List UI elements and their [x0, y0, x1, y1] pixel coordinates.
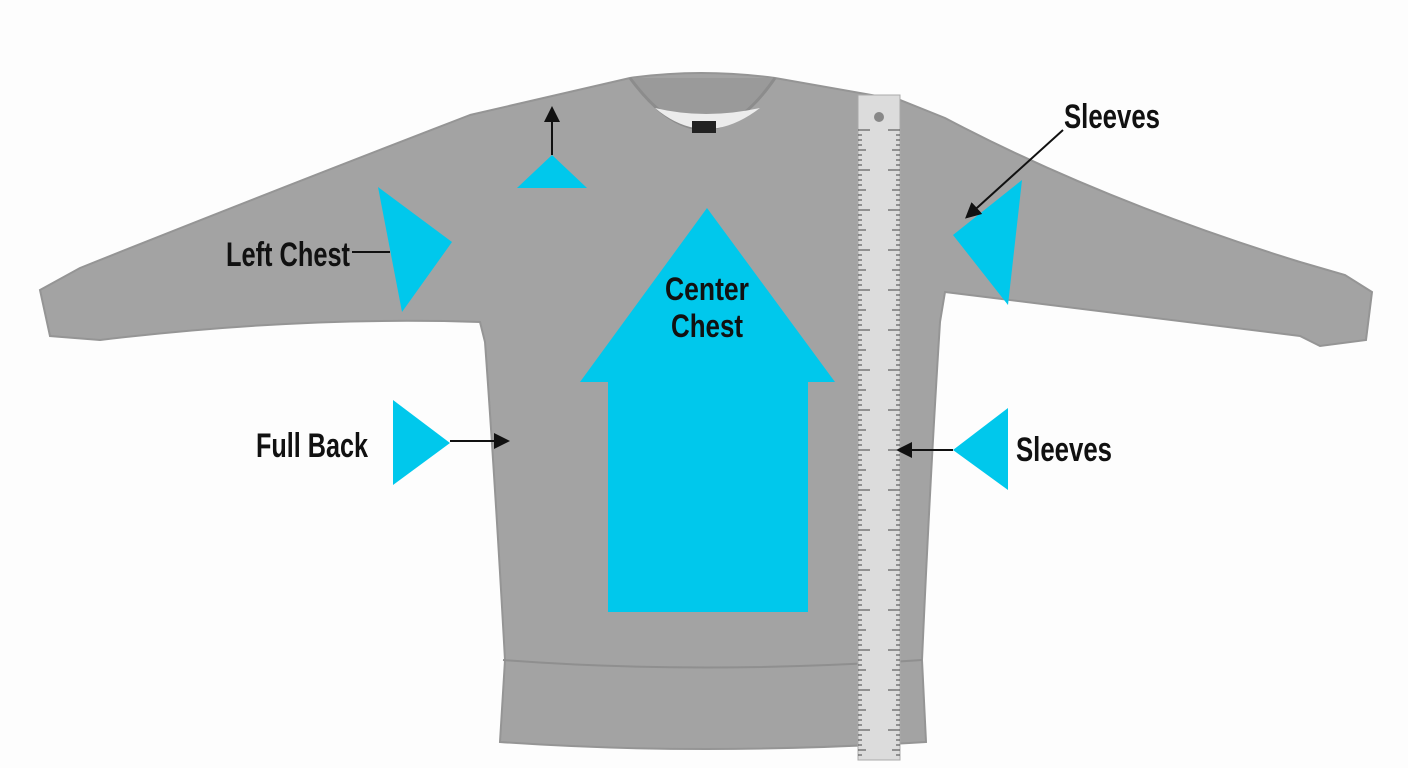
sleeve-bottom-marker [953, 408, 1008, 490]
arrow-sleeve-top-icon [965, 129, 1064, 219]
triangle-marker-icon [517, 155, 587, 188]
label-sleeves-bottom: Sleeves [1016, 431, 1112, 469]
left-chest-marker [378, 187, 452, 312]
full-back-marker [393, 400, 450, 485]
ruler-icon [857, 94, 901, 761]
label-center-chest-1: Center [665, 271, 749, 307]
center-chest-arrow [580, 208, 835, 612]
label-left-chest: Left Chest [226, 236, 350, 274]
neck-label-tag [692, 121, 716, 133]
sleeve-top-marker [953, 180, 1022, 305]
label-sleeves-top: Sleeves [1064, 98, 1160, 136]
label-center-chest-2: Chest [671, 308, 743, 344]
inner-neck [655, 108, 760, 129]
label-full-back: Full Back [256, 427, 368, 465]
